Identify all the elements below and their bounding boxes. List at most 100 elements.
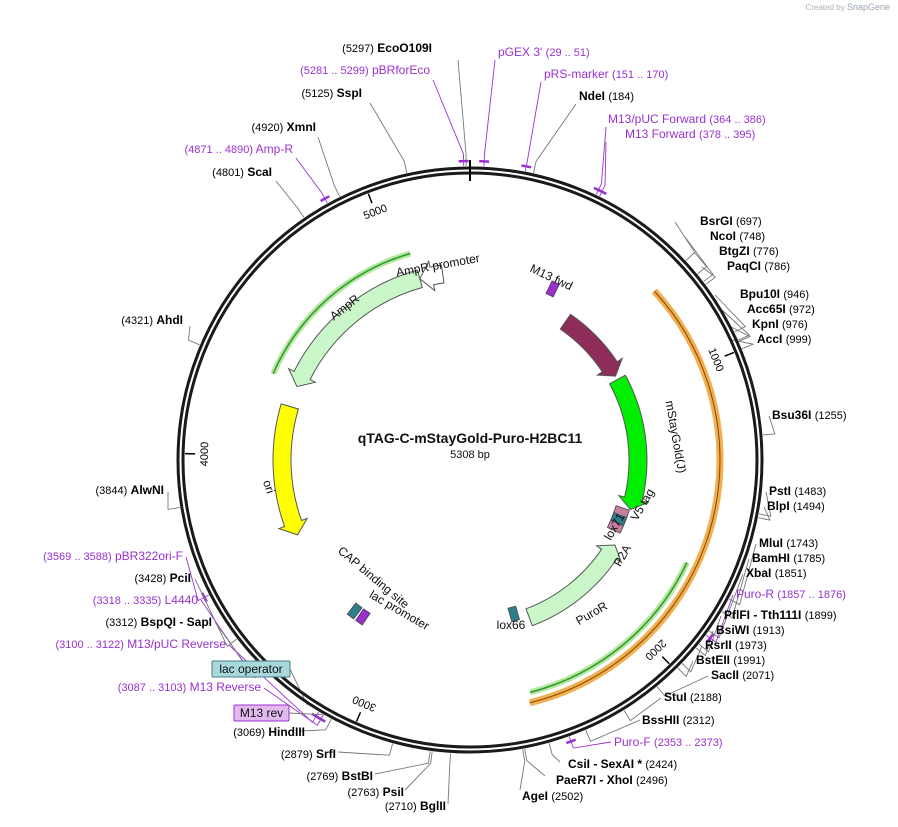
site-name-agei: AgeI bbox=[522, 789, 548, 803]
leader-pcii bbox=[194, 578, 238, 647]
leader-bstbi bbox=[374, 751, 431, 775]
site-ecoo109i[interactable]: (5297) EcoO109I bbox=[342, 41, 432, 55]
h2b-arrow[interactable] bbox=[559, 313, 624, 377]
leader-amp-r bbox=[295, 157, 328, 204]
site-bspqi-sapi[interactable]: (3312) BspQI - SapI bbox=[106, 615, 212, 629]
site-puro-f[interactable]: Puro-F (2353 .. 2373) bbox=[614, 735, 723, 749]
lac-operator-box[interactable] bbox=[211, 660, 291, 678]
lox66-marker[interactable] bbox=[507, 605, 521, 623]
site-agei[interactable]: AgeI (2502) bbox=[522, 789, 583, 803]
m13-fwd-marker[interactable] bbox=[545, 280, 560, 298]
site-rsrii[interactable]: RsrII (1973) bbox=[705, 638, 767, 652]
site-ncoi[interactable]: NcoI (748) bbox=[710, 229, 765, 243]
site-bsiwi[interactable]: BsiWI (1913) bbox=[716, 623, 784, 637]
site-name-xbai: XbaI bbox=[746, 566, 771, 580]
site-pos-psii: (2763) bbox=[348, 787, 380, 799]
site-bsteii[interactable]: BstEII (1991) bbox=[696, 653, 765, 667]
ampr-arrow[interactable] bbox=[287, 269, 423, 388]
site-stui[interactable]: StuI (2188) bbox=[664, 690, 722, 704]
leader-sspi bbox=[369, 102, 408, 173]
site-pbr322ori-f[interactable]: (3569 .. 3588) pBR322ori-F bbox=[43, 549, 183, 563]
site-name-bpu10i: Bpu10I bbox=[740, 287, 780, 301]
site-ahdi[interactable]: (4321) AhdI bbox=[121, 313, 183, 327]
site-psti[interactable]: PstI (1483) bbox=[769, 484, 826, 498]
site-kpni[interactable]: KpnI (976) bbox=[752, 317, 808, 331]
site-acci[interactable]: AccI (999) bbox=[757, 332, 811, 346]
tick-label-5000: 5000 bbox=[362, 202, 389, 222]
puror-arrow[interactable] bbox=[525, 544, 623, 627]
lox71-marker[interactable] bbox=[610, 512, 628, 526]
site-btgzi[interactable]: BtgZI (776) bbox=[719, 244, 779, 258]
site-pos-pbr322ori-f: (3569 .. 3588) bbox=[43, 551, 112, 563]
leader-csii-sexai bbox=[548, 743, 561, 763]
site-pos-hindiii: (3069) bbox=[233, 727, 265, 739]
leader-psti bbox=[758, 491, 772, 517]
site-labels: (5297) EcoO109I (5281 .. 5299) pBRforEco (… bbox=[43, 41, 846, 813]
primer-mark-m13-puc-forward bbox=[593, 186, 604, 194]
site-name-m13-puc-forward: M13/pUC Forward bbox=[608, 112, 706, 126]
site-scai[interactable]: (4801) ScaI bbox=[212, 165, 272, 179]
site-pos-bspqi-sapi: (3312) bbox=[106, 617, 138, 629]
site-psii[interactable]: (2763) PsiI bbox=[348, 785, 405, 799]
mstaygold-arrow[interactable] bbox=[608, 374, 650, 511]
site-m13-forward[interactable]: M13 Forward (378 .. 395) bbox=[625, 127, 755, 141]
tick-label-3000: 3000 bbox=[351, 693, 378, 714]
site-amp-r[interactable]: (4871 .. 4890) Amp-R bbox=[184, 142, 293, 156]
leader-ndei bbox=[533, 103, 577, 174]
site-puro-r[interactable]: Puro-R (1857 .. 1876) bbox=[736, 587, 846, 601]
site-m13-puc-reverse[interactable]: (3100 .. 3122) M13/pUC Reverse bbox=[55, 637, 226, 651]
leader-rsrii bbox=[681, 645, 703, 673]
ori-arrow[interactable] bbox=[272, 403, 309, 536]
site-paqci[interactable]: PaqCI (786) bbox=[727, 259, 790, 273]
site-name-bsteii: BstEII bbox=[696, 653, 730, 667]
site-bpu10i[interactable]: Bpu10I (946) bbox=[740, 287, 809, 301]
site-name-blpi: BlpI bbox=[767, 499, 790, 513]
site-hindiii[interactable]: (3069) HindIII bbox=[233, 725, 305, 739]
m13-rev-leader bbox=[288, 712, 324, 716]
site-l4440[interactable]: (3318 .. 3335) L4440 bbox=[93, 593, 199, 607]
site-xbai[interactable]: XbaI (1851) bbox=[746, 566, 806, 580]
site-alwni[interactable]: (3844) AlwNI bbox=[96, 483, 164, 497]
puror-label: PuroR bbox=[573, 599, 610, 628]
site-sacii[interactable]: SacII (2071) bbox=[711, 668, 774, 682]
site-bsrgi[interactable]: BsrGI (697) bbox=[700, 214, 762, 228]
site-bsu36i[interactable]: Bsu36I (1255) bbox=[772, 408, 847, 422]
site-pflfi-tth111i[interactable]: PflFI - Tth111I (1899) bbox=[724, 608, 837, 622]
site-xmni[interactable]: (4920) XmnI bbox=[252, 120, 316, 134]
site-m13-reverse[interactable]: (3087 .. 3103) M13 Reverse bbox=[118, 680, 262, 694]
site-bamhi[interactable]: BamHI (1785) bbox=[752, 551, 825, 565]
site-name-pflfi-tth111i: PflFI - Tth111I bbox=[724, 608, 801, 622]
site-name-puro-r: Puro-R bbox=[736, 587, 774, 601]
site-bglii[interactable]: (2710) BglII bbox=[385, 799, 446, 813]
ampr-promoter-arrow[interactable] bbox=[419, 259, 445, 292]
site-name-sacii: SacII bbox=[711, 668, 739, 682]
site-csii-sexai[interactable]: CsiI - SexAI * (2424) bbox=[568, 757, 677, 771]
site-sspi[interactable]: (5125) SspI bbox=[302, 86, 362, 100]
site-mlui[interactable]: MluI (1743) bbox=[759, 536, 818, 550]
m13-rev-box[interactable] bbox=[233, 704, 290, 722]
site-name-acci: AccI bbox=[757, 332, 782, 346]
primer-mark-pbr322ori-f bbox=[201, 592, 208, 603]
site-prs-marker[interactable]: pRS-marker (151 .. 170) bbox=[544, 67, 668, 81]
site-pos-btgzi: (776) bbox=[753, 246, 779, 258]
site-name-srfi: SrfI bbox=[316, 747, 336, 761]
site-bsshii[interactable]: BssHII (2312) bbox=[642, 713, 715, 727]
lac-promoter-marker[interactable] bbox=[355, 608, 371, 626]
leader-srfi bbox=[337, 743, 394, 756]
site-srfi[interactable]: (2879) SrfI bbox=[281, 747, 336, 761]
site-name-xmni: XmnI bbox=[287, 120, 316, 134]
site-bstbi[interactable]: (2769) BstBI bbox=[307, 769, 373, 783]
cap-binding-site-marker[interactable] bbox=[346, 602, 363, 620]
plasmid-name: qTAG-C-mStayGold-Puro-H2BC11 bbox=[358, 430, 583, 446]
site-name-bsshii: BssHII bbox=[642, 713, 679, 727]
site-paer7i-xhoi[interactable]: PaeR7I - XhoI (2496) bbox=[556, 773, 668, 787]
p2a-marker[interactable] bbox=[606, 519, 625, 534]
site-acc65i[interactable]: Acc65I (972) bbox=[747, 302, 815, 316]
site-pgex-3[interactable]: pGEX 3' (29 .. 51) bbox=[498, 45, 590, 59]
site-blpi[interactable]: BlpI (1494) bbox=[767, 499, 825, 513]
site-m13-puc-forward[interactable]: M13/pUC Forward (364 .. 386) bbox=[608, 112, 766, 126]
site-pcii[interactable]: (3428) PciI bbox=[135, 571, 192, 585]
site-pos-blpi: (1494) bbox=[793, 501, 825, 513]
site-pbrforeco[interactable]: (5281 .. 5299) pBRforEco bbox=[300, 63, 430, 77]
site-ndei[interactable]: NdeI (184) bbox=[579, 89, 634, 103]
